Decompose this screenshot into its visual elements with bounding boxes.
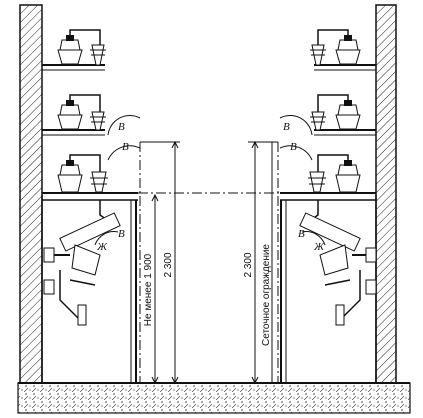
right-clearance-arcs	[279, 115, 326, 246]
clearance-letter: В	[118, 228, 125, 240]
left-switchgear-cell	[41, 29, 141, 383]
right-main-insulator	[307, 154, 361, 223]
clearance-letter: В	[118, 121, 125, 133]
left-clearance-arcs	[94, 115, 141, 246]
knife-letter: Ж	[96, 241, 108, 253]
right-busbar-shelf-2	[310, 94, 376, 136]
right-busbar-shelf-1	[310, 29, 376, 71]
clearance-letter: В	[283, 121, 290, 133]
dimension-lines	[151, 140, 273, 385]
min-distance-label: Не менее 1 900	[143, 253, 154, 326]
knife-letter: Ж	[313, 241, 325, 253]
clearance-letter: В	[298, 228, 305, 240]
right-wall	[375, 4, 397, 384]
dimension-2300-right: 2 300	[243, 252, 254, 277]
left-busbar-shelf-2	[42, 94, 106, 136]
right-switchgear-cell	[279, 29, 377, 383]
left-disconnector	[43, 212, 121, 326]
left-busbar-shelf-1	[42, 29, 106, 71]
dimension-2300-left: 2 300	[163, 252, 174, 277]
mesh-fence-label: Сеточное ограждение	[261, 244, 272, 346]
clearance-letter: В	[290, 141, 297, 153]
right-disconnector	[299, 212, 377, 326]
left-main-insulator	[57, 154, 111, 223]
left-wall	[19, 4, 43, 384]
clearance-letter: В	[122, 141, 129, 153]
center-reference-lines	[138, 141, 280, 383]
floor-slab	[17, 382, 411, 414]
